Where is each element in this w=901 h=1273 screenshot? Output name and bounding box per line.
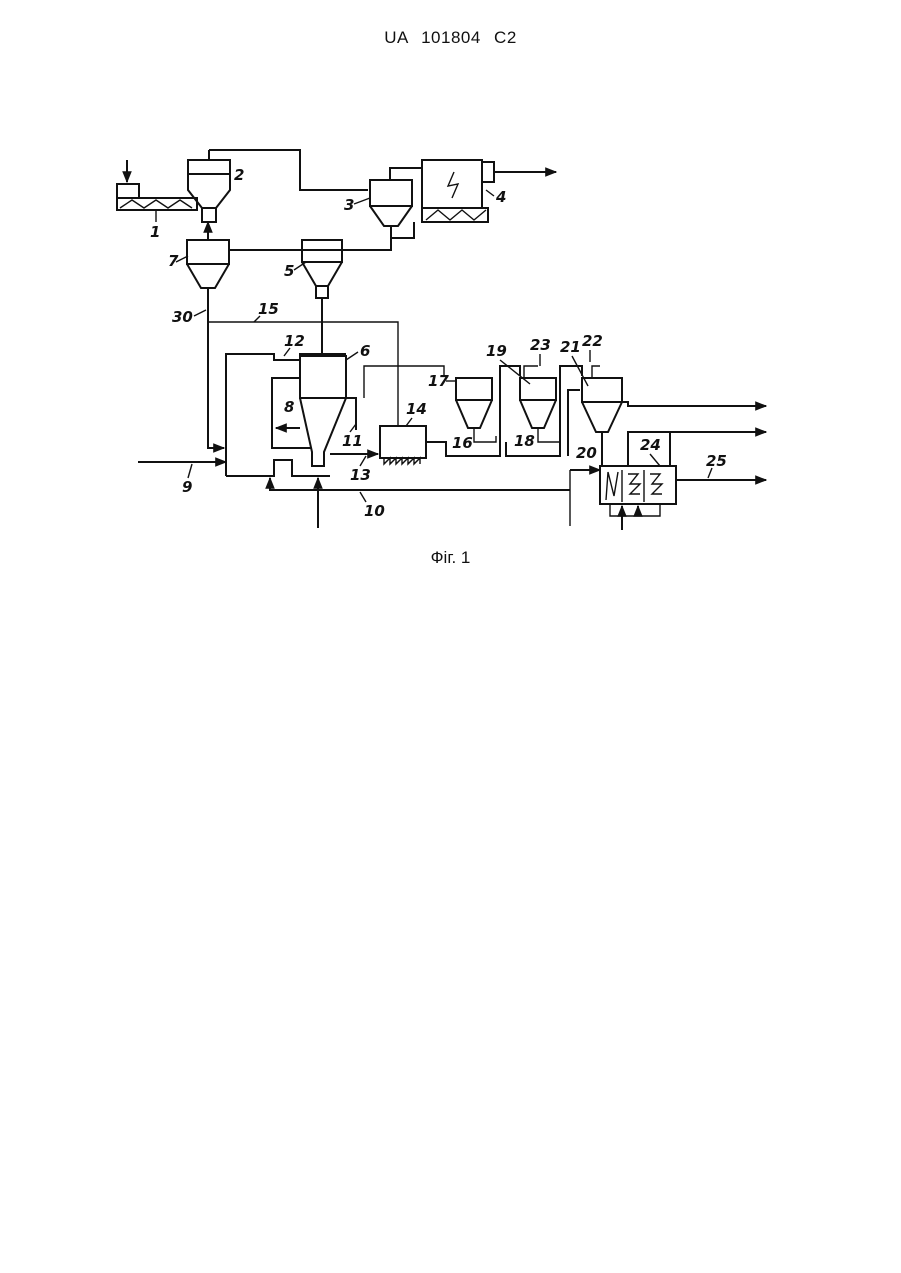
label-4: 4 bbox=[495, 188, 506, 206]
label-1: 1 bbox=[150, 223, 160, 241]
label-20: 20 bbox=[576, 444, 597, 462]
label-16: 16 bbox=[452, 434, 473, 452]
cyclone-5 bbox=[302, 240, 342, 298]
return-4-to-3 bbox=[391, 222, 414, 238]
return-10 bbox=[270, 478, 570, 490]
cyclone-3 bbox=[370, 180, 412, 226]
screw-feeder-1 bbox=[117, 160, 197, 210]
label-14: 14 bbox=[406, 400, 427, 418]
outlet-upper bbox=[622, 402, 766, 406]
line-23 bbox=[524, 366, 538, 378]
label-25: 25 bbox=[706, 452, 727, 470]
label-19: 19 bbox=[486, 342, 507, 360]
cyclone-2 bbox=[188, 150, 230, 222]
label-15: 15 bbox=[258, 300, 279, 318]
label-9: 9 bbox=[182, 478, 192, 496]
label-8: 8 bbox=[284, 398, 294, 416]
label-11: 11 bbox=[342, 432, 363, 450]
cyclone-7 bbox=[187, 222, 229, 288]
unit-14 bbox=[380, 426, 426, 464]
label-23: 23 bbox=[530, 336, 551, 354]
label-5: 5 bbox=[284, 262, 294, 280]
label-24: 24 bbox=[640, 436, 661, 454]
label-3: 3 bbox=[344, 196, 354, 214]
figure-caption: Фіг. 1 bbox=[0, 548, 901, 568]
label-22: 22 bbox=[582, 332, 603, 350]
label-30: 30 bbox=[172, 308, 193, 326]
pipe-2-to-3 bbox=[209, 150, 368, 190]
label-10: 10 bbox=[364, 502, 385, 520]
precipitator-4 bbox=[390, 160, 556, 222]
label-18: 18 bbox=[514, 432, 535, 450]
heat-exchanger-24 bbox=[600, 466, 766, 504]
label-2: 2 bbox=[234, 166, 244, 184]
under-loop bbox=[610, 504, 660, 516]
label-13: 13 bbox=[350, 466, 371, 484]
label-12: 12 bbox=[284, 332, 305, 350]
cyclone-17 bbox=[456, 378, 496, 442]
pipe-30 bbox=[208, 288, 224, 448]
label-21: 21 bbox=[560, 338, 581, 356]
label-6: 6 bbox=[360, 342, 370, 360]
cyclone-6 bbox=[300, 356, 346, 466]
